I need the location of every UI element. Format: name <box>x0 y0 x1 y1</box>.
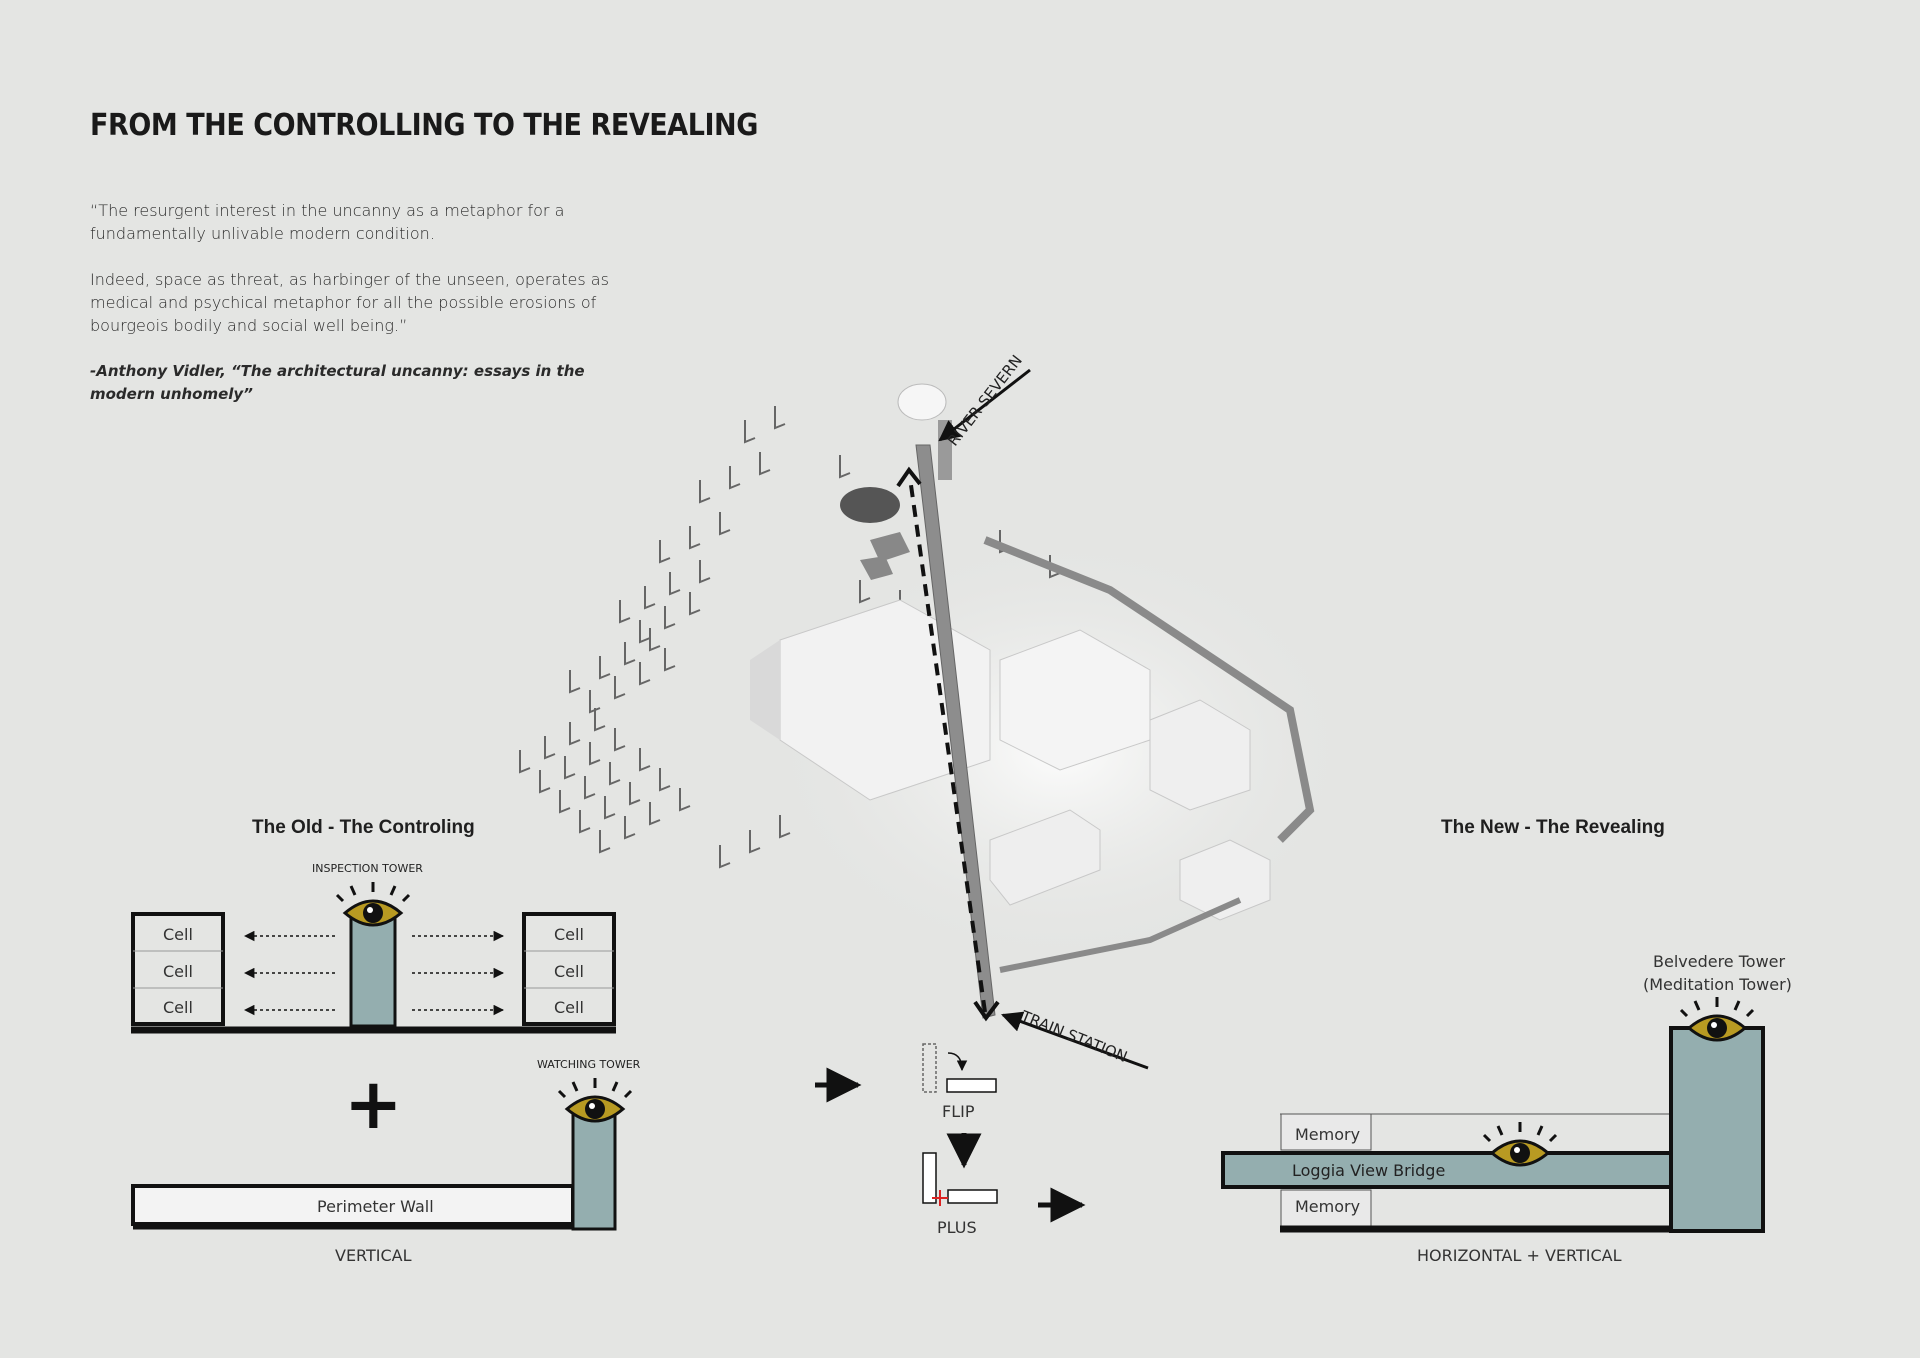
cell-label: Cell <box>163 925 193 944</box>
flip-label: FLIP <box>942 1102 975 1121</box>
new-caption: HORIZONTAL + VERTICAL <box>1417 1246 1622 1265</box>
cell-label: Cell <box>554 998 584 1017</box>
quote-paragraph-1: “The resurgent interest in the uncanny a… <box>90 201 565 243</box>
memory-label: Memory <box>1295 1125 1360 1144</box>
old-caption: VERTICAL <box>335 1246 412 1265</box>
cell-label: Cell <box>163 998 193 1017</box>
inspection-tower-label: INSPECTION TOWER <box>312 862 423 875</box>
bridge-label: Loggia View Bridge <box>1292 1161 1445 1180</box>
site-model <box>519 383 1360 1022</box>
eye-icon <box>557 1076 633 1123</box>
cell-label: Cell <box>554 962 584 981</box>
quote-paragraph-2: Indeed, space as threat, as harbinger of… <box>90 270 609 335</box>
plus-label: PLUS <box>937 1218 977 1237</box>
river-label: RIVER SEVERN <box>944 352 1026 450</box>
quote-attribution: -Anthony Vidler, “The architectural unca… <box>90 362 585 403</box>
station-label: TRAIN STATION <box>1018 1007 1130 1066</box>
eye-icon <box>335 880 411 927</box>
plus-symbol: + <box>344 1063 403 1145</box>
cell-label: Cell <box>554 925 584 944</box>
new-heading: The New - The Revealing <box>1441 817 1665 838</box>
memory-label: Memory <box>1295 1197 1360 1216</box>
old-wall-diagram: WATCHING TOWER Perimeter Wall <box>131 1058 641 1231</box>
grave-markers <box>519 406 1061 869</box>
tower-label-line2: (Meditation Tower) <box>1643 975 1792 994</box>
watching-tower-label: WATCHING TOWER <box>537 1058 641 1071</box>
new-diagram: Belvedere Tower (Meditation Tower) Memor… <box>1221 952 1792 1233</box>
old-heading: The Old - The Controling <box>252 817 475 838</box>
tower-label-line1: Belvedere Tower <box>1653 952 1786 971</box>
perimeter-wall-label: Perimeter Wall <box>317 1197 434 1216</box>
operations-diagram: FLIP PLUS <box>815 1043 1086 1237</box>
page-title: FROM THE CONTROLLING TO THE REVEALING <box>90 108 758 143</box>
old-cell-diagram: INSPECTION TOWER Cell Cell Cell Cell Cel… <box>131 862 616 1034</box>
cell-label: Cell <box>163 962 193 981</box>
